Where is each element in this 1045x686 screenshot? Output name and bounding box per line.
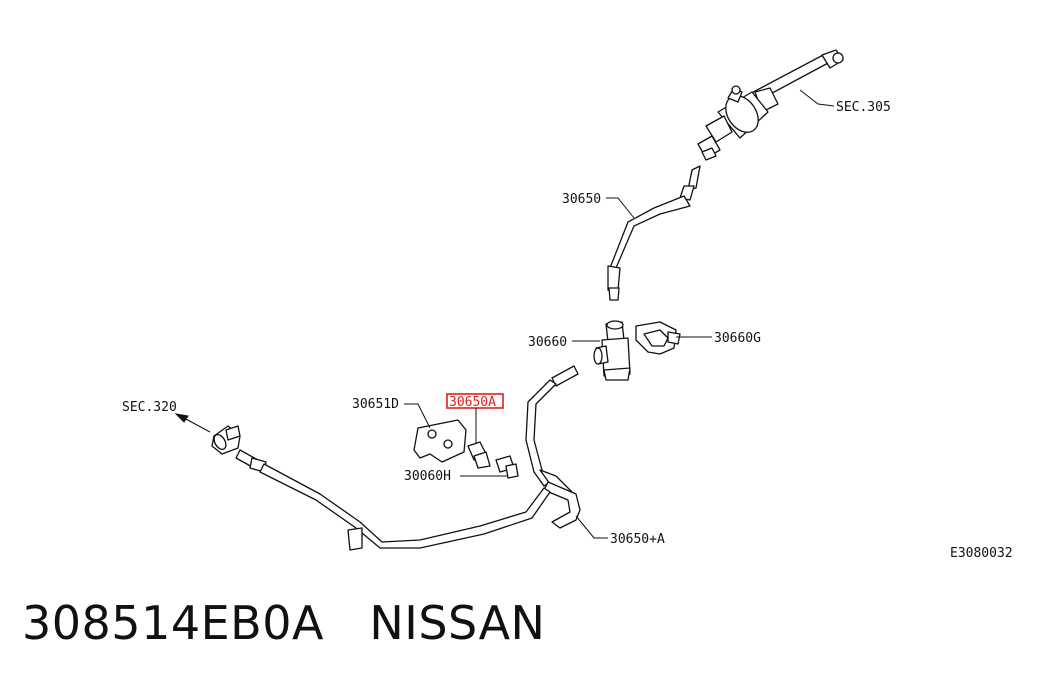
leader-30651D	[404, 403, 431, 429]
bolt[interactable]	[467, 441, 491, 469]
label-30650[interactable]: 30650	[562, 192, 601, 207]
bracket[interactable]	[413, 419, 467, 463]
long-pipe[interactable]	[211, 425, 551, 551]
label-30060H[interactable]: 30060H	[404, 469, 451, 484]
pipe-connector[interactable]	[593, 320, 631, 381]
label-30651D[interactable]: 30651D	[352, 397, 399, 412]
retaining-clip[interactable]	[635, 321, 681, 355]
leader-30650	[606, 197, 635, 219]
part-number[interactable]: 308514EB0A	[22, 596, 324, 650]
leader-sec320	[183, 417, 211, 433]
arrow-sec320	[174, 413, 189, 423]
clutch-pipe-lower[interactable]	[525, 365, 581, 529]
part-caption: 308514EB0A NISSAN	[22, 596, 545, 650]
diagram-code: E3080032	[950, 546, 1013, 561]
label-30660[interactable]: 30660	[528, 335, 567, 350]
bleeder-screw[interactable]	[495, 455, 519, 479]
label-30660G[interactable]: 30660G	[714, 331, 761, 346]
highlight-box-30650A	[446, 393, 504, 409]
caption-gap	[324, 596, 369, 650]
clutch-hose-upper[interactable]	[607, 165, 701, 301]
label-sec305[interactable]: SEC.305	[836, 100, 891, 115]
leader-30650plusA	[575, 515, 608, 539]
brand-name: NISSAN	[369, 596, 546, 650]
leader-sec305	[799, 89, 835, 107]
label-30650A[interactable]: 30650A	[449, 395, 496, 410]
label-30650plusA[interactable]: 30650+A	[610, 532, 665, 547]
master-cylinder[interactable]	[697, 49, 844, 161]
label-sec320[interactable]: SEC.320	[122, 400, 177, 415]
